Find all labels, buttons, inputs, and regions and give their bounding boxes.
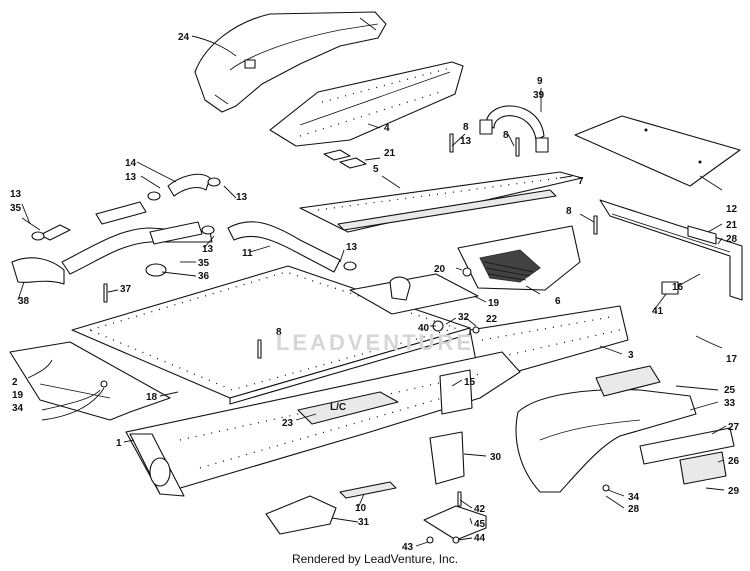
callout-44: 44 <box>474 533 486 544</box>
part-21-pads <box>323 149 367 169</box>
callout-42: 42 <box>474 504 486 515</box>
callout-16: 16 <box>672 282 684 293</box>
callout-30: 30 <box>490 452 502 463</box>
callout-23: 23 <box>282 418 294 429</box>
emblem-text: L/C <box>330 402 346 413</box>
callout-5: 5 <box>373 164 379 175</box>
part-2-left-side-panel <box>9 341 171 421</box>
callout-1: 1 <box>116 438 122 449</box>
part-31-footrest <box>265 495 337 535</box>
callout-8: 8 <box>566 206 572 217</box>
leader-lines <box>17 35 727 547</box>
callout-35: 35 <box>198 258 210 269</box>
callout-36: 36 <box>198 271 210 282</box>
part-16-frame-bracket <box>599 199 743 301</box>
callout-3: 3 <box>628 350 634 361</box>
callout-27: 27 <box>728 422 740 433</box>
callout-25: 25 <box>724 385 736 396</box>
part-30-bracket <box>429 431 465 485</box>
callout-39: 39 <box>533 90 545 101</box>
callout-8: 8 <box>276 327 282 338</box>
callout-45: 45 <box>474 519 486 530</box>
callout-11: 11 <box>242 248 253 259</box>
callout-14: 14 <box>125 158 137 169</box>
callout-17: 17 <box>726 354 738 365</box>
part-9-handle-bar <box>479 105 549 153</box>
callout-26: 26 <box>728 456 740 467</box>
callout-24: 24 <box>178 32 190 43</box>
part-26-side-skirt <box>515 388 697 493</box>
callout-18: 18 <box>146 392 158 403</box>
callout-38: 38 <box>18 296 30 307</box>
callout-34: 34 <box>628 492 640 503</box>
part-1-main-tunnel <box>125 351 521 497</box>
callout-2: 2 <box>12 377 18 388</box>
callout-15: 15 <box>464 377 476 388</box>
callout-6: 6 <box>555 296 561 307</box>
callout-19: 19 <box>12 390 24 401</box>
callout-labels: 24 4 9 39 8 8 13 21 5 7 14 13 13 12 13 3… <box>10 32 740 553</box>
callout-8: 8 <box>503 130 509 141</box>
callout-28: 28 <box>726 234 738 245</box>
callout-13: 13 <box>236 192 248 203</box>
callout-13: 13 <box>10 189 22 200</box>
part-23-emblem: L/C <box>297 391 399 425</box>
callout-19: 19 <box>488 298 500 309</box>
callout-20: 20 <box>434 264 446 275</box>
part-12-cover-plate <box>574 115 741 187</box>
part-19-mount-plate <box>349 273 479 315</box>
callout-37: 37 <box>120 284 132 295</box>
callout-28: 28 <box>628 504 640 515</box>
part-24-hood-panel <box>194 11 387 113</box>
part-25-bumper <box>595 365 661 397</box>
part-5-side-strip <box>299 171 583 233</box>
callout-33: 33 <box>724 398 736 409</box>
part-45-plate <box>423 505 487 541</box>
callout-13: 13 <box>346 242 358 253</box>
callout-13: 13 <box>460 136 472 147</box>
callout-7: 7 <box>578 176 584 187</box>
callout-13: 13 <box>202 244 214 255</box>
callout-40: 40 <box>418 323 430 334</box>
callout-8: 8 <box>463 122 469 133</box>
callout-41: 41 <box>652 306 664 317</box>
callout-12: 12 <box>726 204 738 215</box>
callout-10: 10 <box>355 503 367 514</box>
part-6-console-panel <box>457 225 581 291</box>
hardware-fasteners <box>100 133 610 544</box>
callout-21: 21 <box>384 148 396 159</box>
callout-32: 32 <box>458 312 470 323</box>
callout-4: 4 <box>384 123 390 134</box>
callout-13: 13 <box>125 172 137 183</box>
part-27-plate <box>639 427 735 485</box>
callout-21: 21 <box>726 220 738 231</box>
part-4-front-panel <box>269 61 464 147</box>
part-10-strip <box>339 481 397 499</box>
callout-29: 29 <box>728 486 740 497</box>
callout-43: 43 <box>402 542 414 553</box>
credit-text: Rendered by LeadVenture, Inc. <box>291 552 459 566</box>
callout-34: 34 <box>12 403 24 414</box>
callout-22: 22 <box>486 314 498 325</box>
exhaust-hose-assembly <box>11 173 357 285</box>
callout-9: 9 <box>537 76 543 87</box>
part-15-vent <box>439 369 473 415</box>
watermark-text: LEADVENTURE <box>275 330 474 355</box>
callout-31: 31 <box>358 517 370 528</box>
callout-35: 35 <box>10 203 22 214</box>
